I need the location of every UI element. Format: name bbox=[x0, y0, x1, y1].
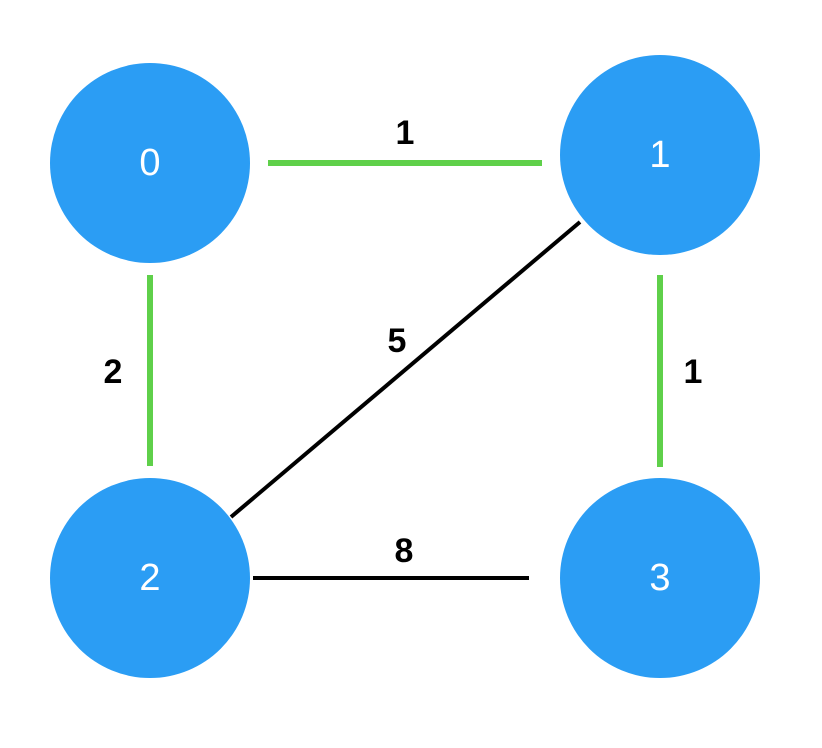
edge-labels-layer: 1 2 1 5 8 bbox=[104, 114, 703, 570]
edge-weight-label-1-2: 5 bbox=[388, 322, 407, 360]
graph-node-0[interactable]: 0 bbox=[50, 63, 250, 263]
graph-node-3[interactable]: 3 bbox=[560, 478, 760, 678]
edge-weight-label-1-3: 1 bbox=[684, 353, 703, 391]
node-label-2: 2 bbox=[139, 557, 160, 599]
node-circle-2[interactable] bbox=[50, 478, 250, 678]
edges-layer bbox=[147, 160, 663, 580]
node-circle-3[interactable] bbox=[560, 478, 760, 678]
nodes-layer: 0 1 2 3 bbox=[50, 55, 760, 678]
node-label-3: 3 bbox=[649, 557, 670, 599]
graph-node-2[interactable]: 2 bbox=[50, 478, 250, 678]
node-label-1: 1 bbox=[649, 134, 670, 176]
edge-weight-label-0-2: 2 bbox=[104, 353, 123, 391]
edge-weight-label-2-3: 8 bbox=[395, 532, 414, 570]
edge-weight-label-0-1: 1 bbox=[396, 114, 415, 152]
node-circle-0[interactable] bbox=[50, 63, 250, 263]
node-circle-1[interactable] bbox=[560, 55, 760, 255]
graph-node-1[interactable]: 1 bbox=[560, 55, 760, 255]
node-label-0: 0 bbox=[139, 142, 160, 184]
graph-edge-1-2[interactable] bbox=[229, 220, 582, 519]
